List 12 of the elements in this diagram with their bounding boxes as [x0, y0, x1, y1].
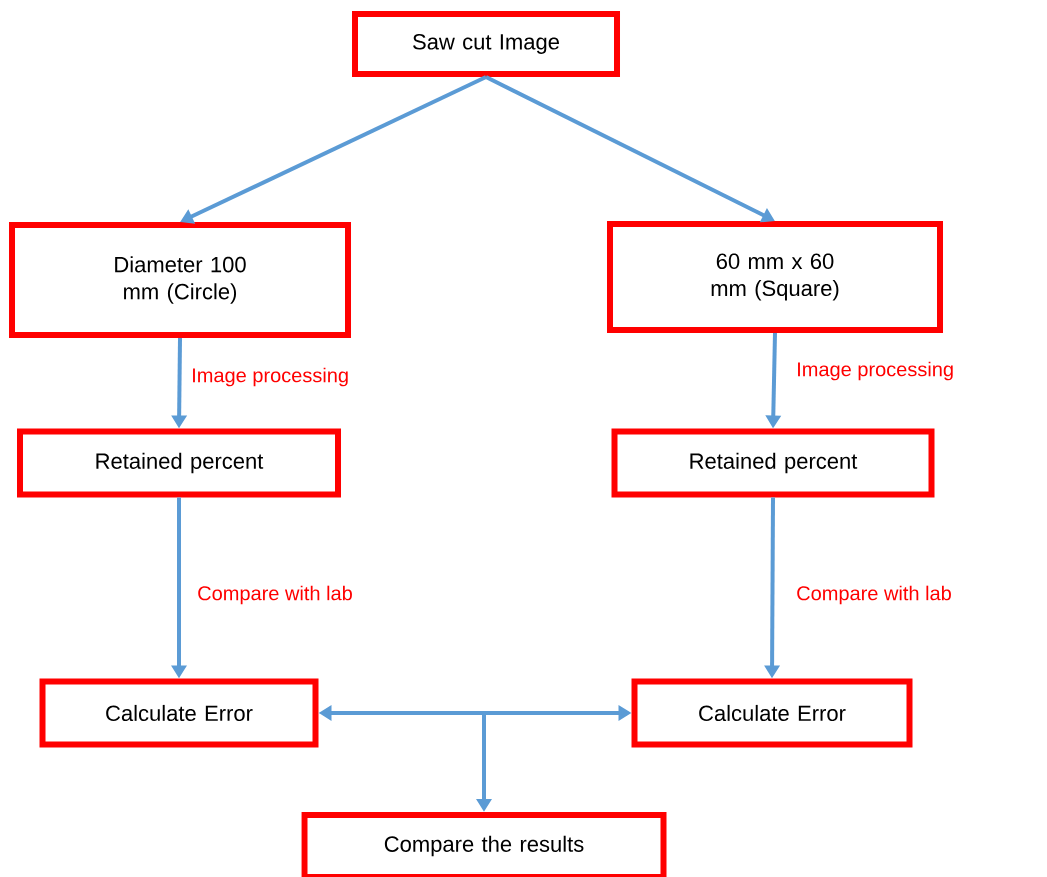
- process-box: Saw cut Image: [352, 11, 620, 77]
- edge-label: Image processing: [190, 366, 351, 388]
- process-box: Retained percent: [17, 428, 341, 498]
- process-box: Calculate Error: [631, 678, 913, 748]
- process-box: Compare the results: [301, 812, 667, 877]
- edge-label: Compare with lab: [196, 584, 354, 606]
- process-box: Calculate Error: [39, 678, 319, 748]
- edge-label: Image processing: [795, 360, 956, 382]
- process-box: Diameter 100 mm (Circle): [9, 222, 351, 338]
- edge-label: Compare with lab: [795, 584, 953, 606]
- process-box: Retained percent: [611, 428, 935, 498]
- process-box: 60 mm x 60 mm (Square): [607, 221, 943, 333]
